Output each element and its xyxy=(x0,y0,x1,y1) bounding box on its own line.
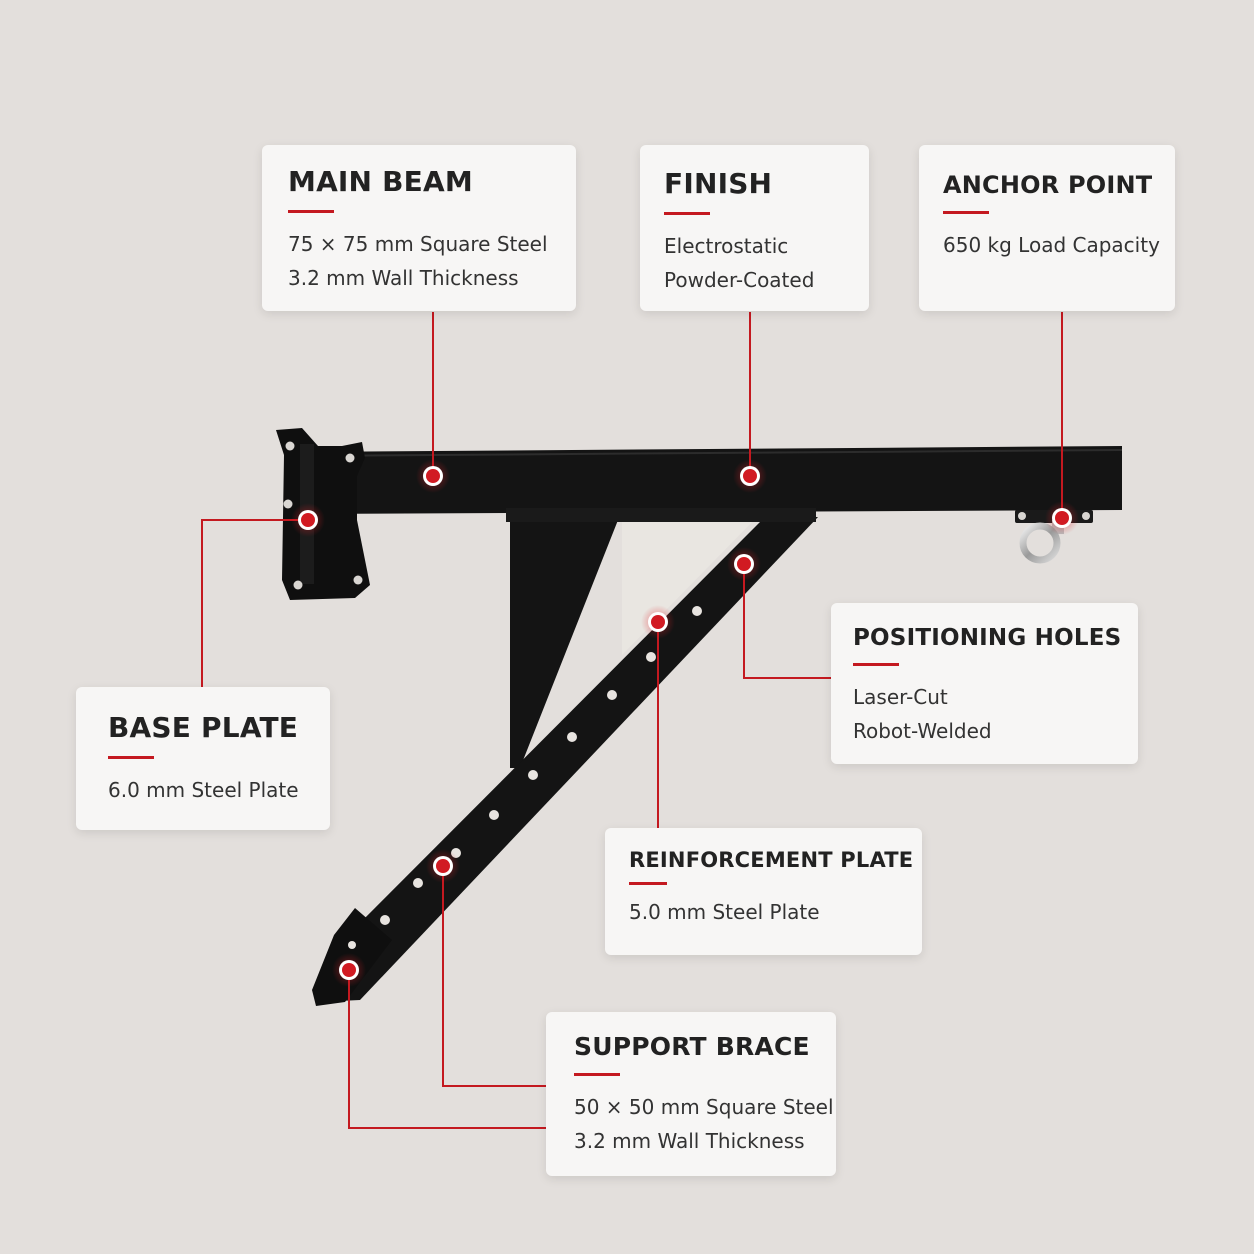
brace-collar xyxy=(506,508,816,522)
callout-line: 5.0 mm Steel Plate xyxy=(629,900,820,924)
leader-support-brace-upper xyxy=(442,866,546,1087)
leader-positioning-holes xyxy=(743,564,832,679)
callout-line: 6.0 mm Steel Plate xyxy=(108,778,299,802)
callout-finish: FINISH Electrostatic Powder-Coated xyxy=(640,145,869,311)
main-beam xyxy=(300,446,1122,514)
title-underline xyxy=(629,882,667,885)
marker-main-beam xyxy=(416,459,450,493)
title-underline xyxy=(574,1073,620,1076)
callout-anchor-point: ANCHOR POINT 650 kg Load Capacity xyxy=(919,145,1175,311)
leader-base-plate xyxy=(201,519,308,687)
title-underline xyxy=(943,211,989,214)
marker-anchor-point xyxy=(1045,501,1079,535)
marker-base-plate xyxy=(291,503,325,537)
leader-lines xyxy=(201,312,1063,1129)
marker-reinforcement-plate xyxy=(641,605,675,639)
base-plate-bolt-holes xyxy=(283,441,363,590)
callout-title: ANCHOR POINT xyxy=(943,171,1153,199)
callout-line: Laser-Cut xyxy=(853,685,948,709)
marker-support-brace-lower xyxy=(332,953,366,987)
callout-title: REINFORCEMENT PLATE xyxy=(629,848,914,872)
callout-reinforcement-plate: REINFORCEMENT PLATE 5.0 mm Steel Plate xyxy=(605,828,922,955)
callout-line: 650 kg Load Capacity xyxy=(943,233,1160,257)
title-underline xyxy=(288,210,334,213)
callout-main-beam: MAIN BEAM 75 × 75 mm Square Steel 3.2 mm… xyxy=(262,145,576,311)
callout-base-plate: BASE PLATE 6.0 mm Steel Plate xyxy=(76,687,330,830)
callout-positioning-holes: POSITIONING HOLES Laser-Cut Robot-Welded xyxy=(831,603,1138,764)
callout-title: MAIN BEAM xyxy=(288,165,473,198)
leader-support-brace-lower xyxy=(348,970,546,1129)
callout-line: 3.2 mm Wall Thickness xyxy=(574,1129,805,1153)
vertical-post xyxy=(510,515,620,768)
brace-positioning-holes xyxy=(348,606,702,949)
callout-line: 3.2 mm Wall Thickness xyxy=(288,266,519,290)
callout-title: POSITIONING HOLES xyxy=(853,625,1122,651)
marker-positioning-holes xyxy=(727,547,761,581)
callout-support-brace: SUPPORT BRACE 50 × 50 mm Square Steel 3.… xyxy=(546,1012,836,1176)
callout-line: 75 × 75 mm Square Steel xyxy=(288,232,548,256)
callout-title: FINISH xyxy=(664,167,773,200)
title-underline xyxy=(664,212,710,215)
callout-title: SUPPORT BRACE xyxy=(574,1032,810,1061)
marker-finish xyxy=(733,459,767,493)
title-underline xyxy=(853,663,899,666)
callout-line: Powder-Coated xyxy=(664,268,815,292)
marker-support-brace-upper xyxy=(426,849,460,883)
title-underline xyxy=(108,756,154,759)
callout-line: 50 × 50 mm Square Steel xyxy=(574,1095,834,1119)
callout-title: BASE PLATE xyxy=(108,711,299,744)
callout-line: Electrostatic xyxy=(664,234,789,258)
main-beam-edge xyxy=(299,449,1123,457)
callout-line: Robot-Welded xyxy=(853,719,992,743)
